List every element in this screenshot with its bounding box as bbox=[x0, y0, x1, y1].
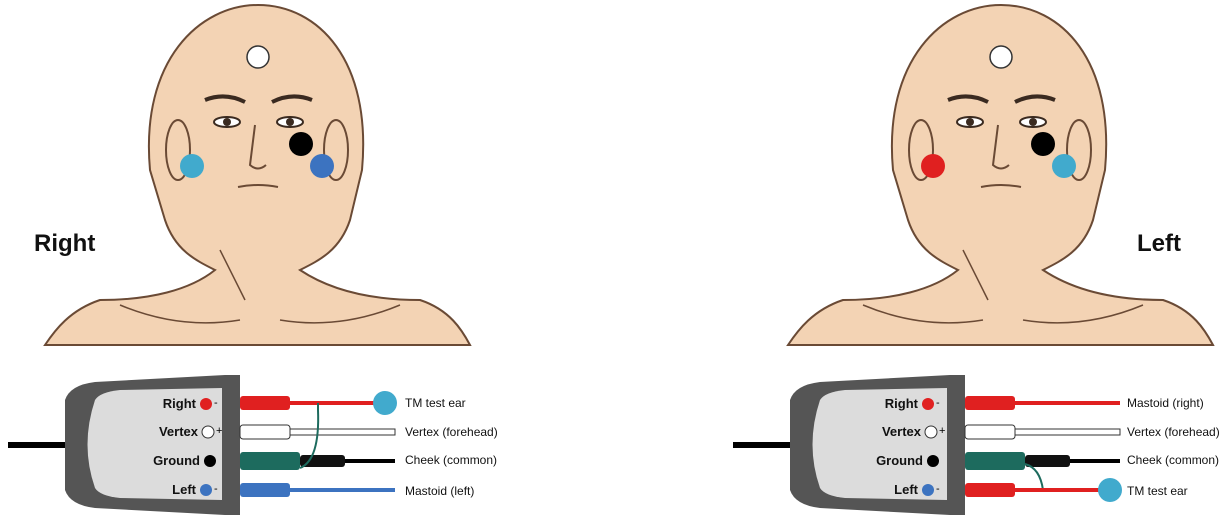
preamp-box: - + - bbox=[0, 360, 615, 518]
side-label: Left bbox=[1137, 230, 1181, 258]
svg-text:-: - bbox=[214, 483, 218, 495]
forehead-electrode bbox=[247, 46, 269, 68]
lead-label-left: Left bbox=[838, 482, 918, 497]
svg-text:+: + bbox=[939, 425, 945, 437]
wire-label-mastoid: Mastoid (left) bbox=[405, 484, 474, 498]
lead-label-left: Left bbox=[116, 482, 196, 497]
wire-label-vertex: Vertex (forehead) bbox=[1127, 425, 1220, 439]
head-illustration bbox=[615, 0, 1230, 350]
lead-label-vertex: Vertex bbox=[118, 424, 198, 439]
svg-text:-: - bbox=[936, 483, 940, 495]
right-ear-setup-panel: Right - + - Right Vertex Ground Left TM … bbox=[0, 0, 615, 518]
wire-label-mastoid: Mastoid (right) bbox=[1127, 396, 1204, 410]
svg-text:-: - bbox=[214, 397, 218, 409]
wire-label-tm-test-ear: TM test ear bbox=[405, 396, 466, 410]
ear-electrode-left-side bbox=[921, 154, 945, 178]
lead-label-right: Right bbox=[838, 396, 918, 411]
wire-label-cheek: Cheek (common) bbox=[1127, 453, 1219, 467]
forehead-electrode bbox=[990, 46, 1012, 68]
lead-label-ground: Ground bbox=[843, 453, 923, 468]
side-label: Right bbox=[34, 230, 95, 258]
left-ear-setup-panel: Left - + - Right Vertex Ground Left Mast… bbox=[615, 0, 1230, 518]
ear-electrode-left-side bbox=[180, 154, 204, 178]
lead-label-ground: Ground bbox=[120, 453, 200, 468]
wire-label-vertex: Vertex (forehead) bbox=[405, 425, 498, 439]
svg-text:+: + bbox=[216, 425, 222, 437]
lead-label-vertex: Vertex bbox=[841, 424, 921, 439]
ear-electrode-right-side bbox=[310, 154, 334, 178]
ear-electrode-right-side bbox=[1052, 154, 1076, 178]
head-illustration bbox=[0, 0, 615, 350]
svg-text:-: - bbox=[936, 397, 940, 409]
cheek-electrode bbox=[1031, 132, 1055, 156]
lead-label-right: Right bbox=[116, 396, 196, 411]
wire-label-cheek: Cheek (common) bbox=[405, 453, 497, 467]
cheek-electrode bbox=[289, 132, 313, 156]
wire-label-tm-test-ear: TM test ear bbox=[1127, 484, 1188, 498]
